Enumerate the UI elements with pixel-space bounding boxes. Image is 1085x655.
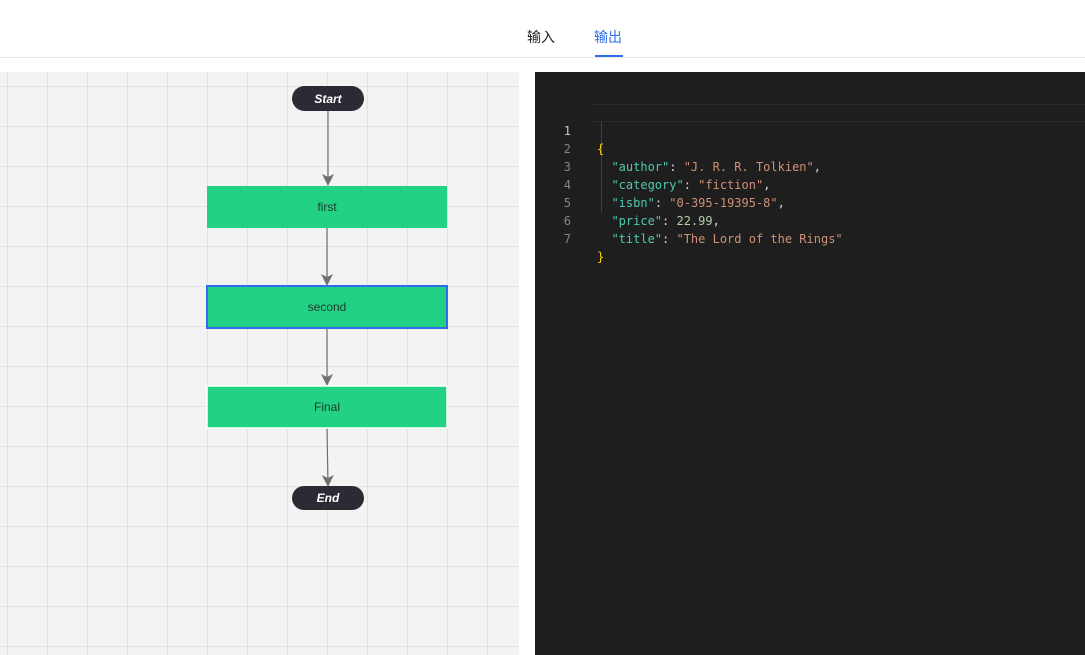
active-line-highlight (591, 104, 1085, 122)
code-line: 7 } (535, 212, 1085, 264)
tab-bar: 输入 输出 (0, 0, 1085, 58)
line-number: 7 (563, 232, 571, 246)
end-node-label: End (317, 491, 340, 505)
code-line: 3 "category": "fiction", (535, 140, 1085, 192)
json-key: "author" (611, 160, 670, 174)
indent-guide (601, 122, 602, 212)
line-number: 3 (563, 160, 571, 174)
line-number: 1 (563, 124, 571, 138)
json-value: "0-395-19395-8" (669, 196, 778, 210)
close-brace: } (597, 250, 605, 264)
json-key: "price" (611, 214, 663, 228)
tab-input[interactable]: 输入 (527, 30, 555, 46)
json-output-editor[interactable]: 1 { 2 "author": "J. R. R. Tolkien", 3 "c… (535, 72, 1085, 655)
json-value: "fiction" (698, 178, 764, 192)
start-node-label: Start (314, 92, 342, 106)
flow-canvas[interactable]: Start first second Final End (0, 72, 519, 655)
step-node-second[interactable]: second (206, 285, 448, 329)
step-node-first-label: first (317, 200, 337, 214)
line-number: 5 (563, 196, 571, 210)
end-node[interactable]: End (292, 486, 364, 510)
step-node-final[interactable]: Final (206, 385, 448, 429)
step-node-second-label: second (308, 300, 347, 314)
json-key: "title" (611, 232, 663, 246)
json-value: "J. R. R. Tolkien" (683, 160, 814, 174)
code-line: 4 "isbn": "0-395-19395-8", (535, 158, 1085, 210)
step-node-first[interactable]: first (207, 186, 447, 228)
code-line: 5 "price": 22.99, (535, 176, 1085, 228)
open-brace: { (597, 142, 605, 156)
line-number: 6 (563, 214, 571, 228)
code-line: 1 { (535, 104, 1085, 156)
line-number: 4 (563, 178, 571, 192)
line-number: 2 (563, 142, 571, 156)
json-key: "isbn" (611, 196, 655, 210)
flow-diagram: Start first second Final End (206, 86, 448, 510)
json-value: 22.99 (676, 214, 713, 228)
active-tab-indicator (595, 55, 623, 57)
start-node[interactable]: Start (292, 86, 364, 111)
json-key: "category" (611, 178, 684, 192)
tab-output[interactable]: 输出 (594, 30, 622, 46)
edge-final-end (321, 427, 334, 487)
step-node-final-label: Final (314, 400, 340, 414)
code-line: 2 "author": "J. R. R. Tolkien", (535, 122, 1085, 174)
json-value: "The Lord of the Rings" (676, 232, 843, 246)
code-line: 6 "title": "The Lord of the Rings" (535, 194, 1085, 246)
